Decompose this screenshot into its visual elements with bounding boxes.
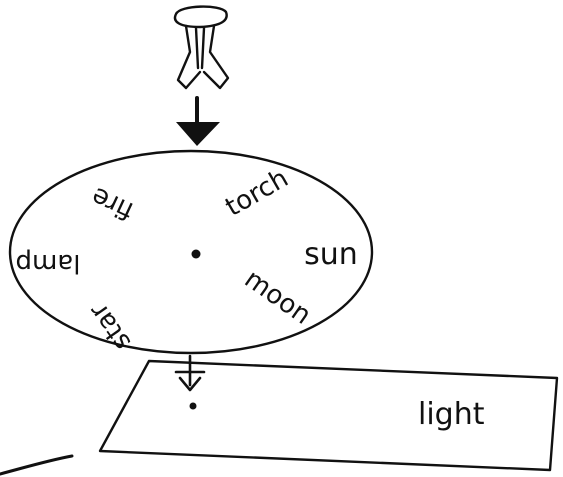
dial-center-dot [191, 249, 201, 259]
spinner-dial [8, 149, 374, 355]
dial-label-torch: torch [220, 163, 293, 222]
dial-label-fire: fire [87, 181, 138, 226]
pin-icon [173, 5, 230, 90]
dial-label-moon: moon [239, 264, 317, 331]
arrow-down-icon [176, 96, 220, 146]
dial-label-lamp: lamp [16, 248, 81, 278]
light-card [98, 359, 559, 472]
pointer-arrow-icon [174, 354, 206, 410]
edge-stroke [0, 454, 74, 476]
card-label: light [418, 397, 485, 432]
dial-label-sun: sun [304, 237, 358, 272]
